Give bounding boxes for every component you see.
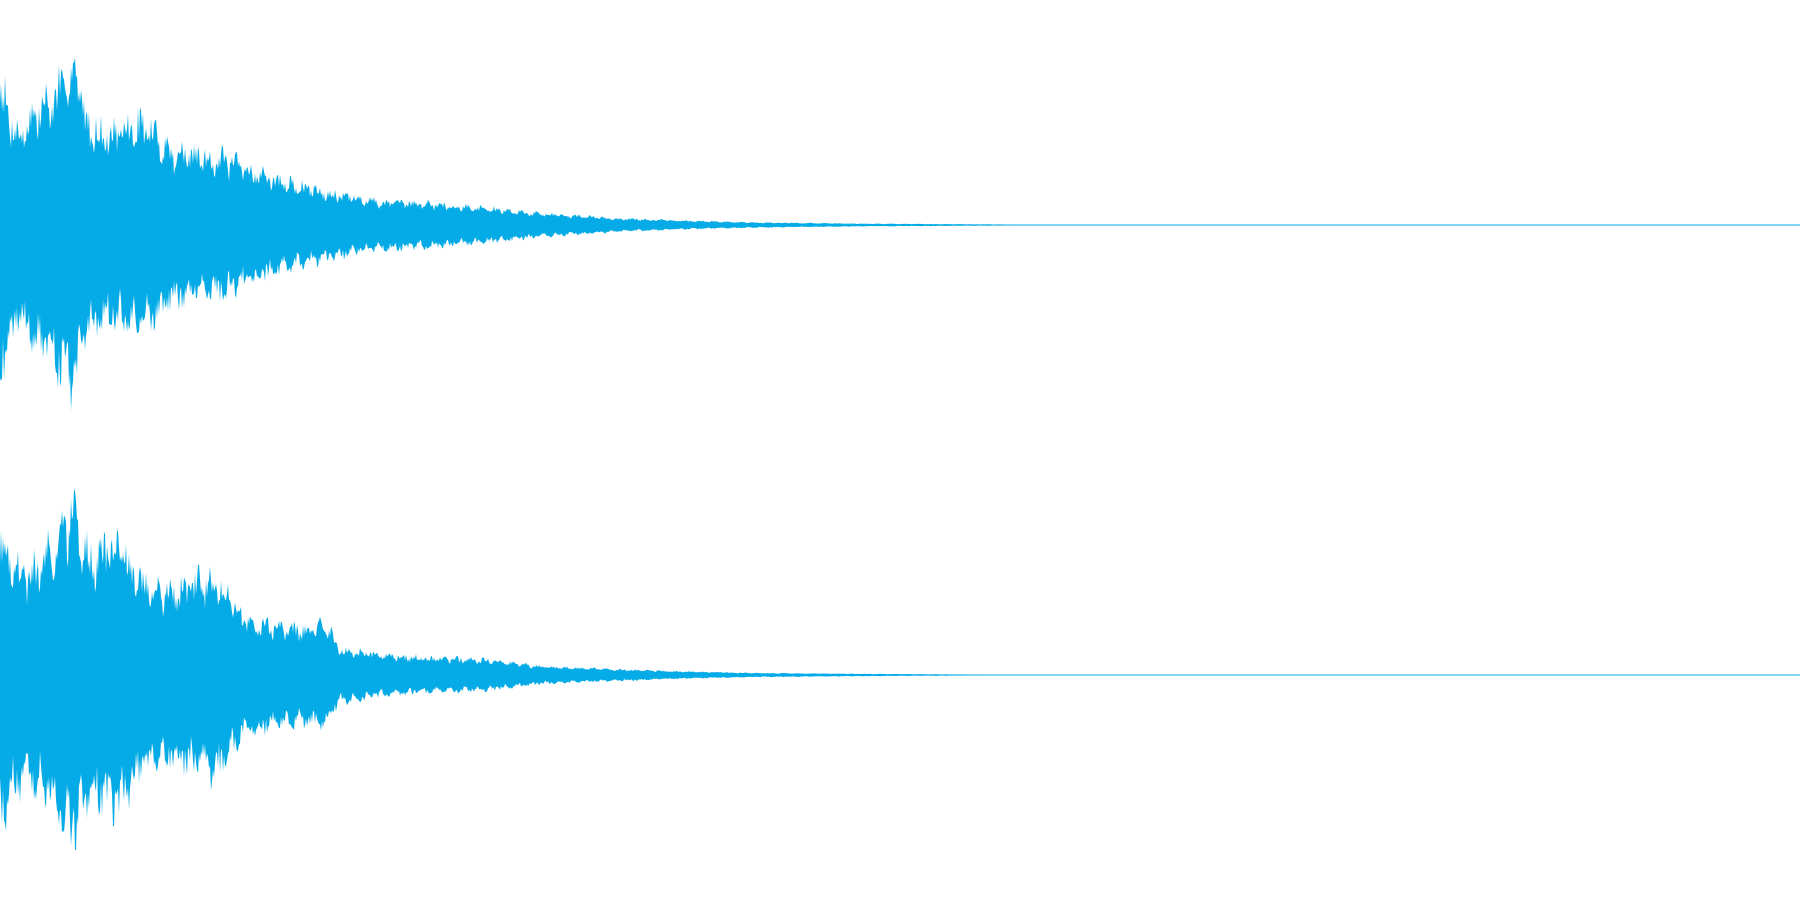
waveform-channel-right xyxy=(0,488,1800,851)
waveform-left xyxy=(0,57,1800,411)
waveform-channel-left xyxy=(0,57,1800,411)
waveform-right xyxy=(0,488,1800,851)
